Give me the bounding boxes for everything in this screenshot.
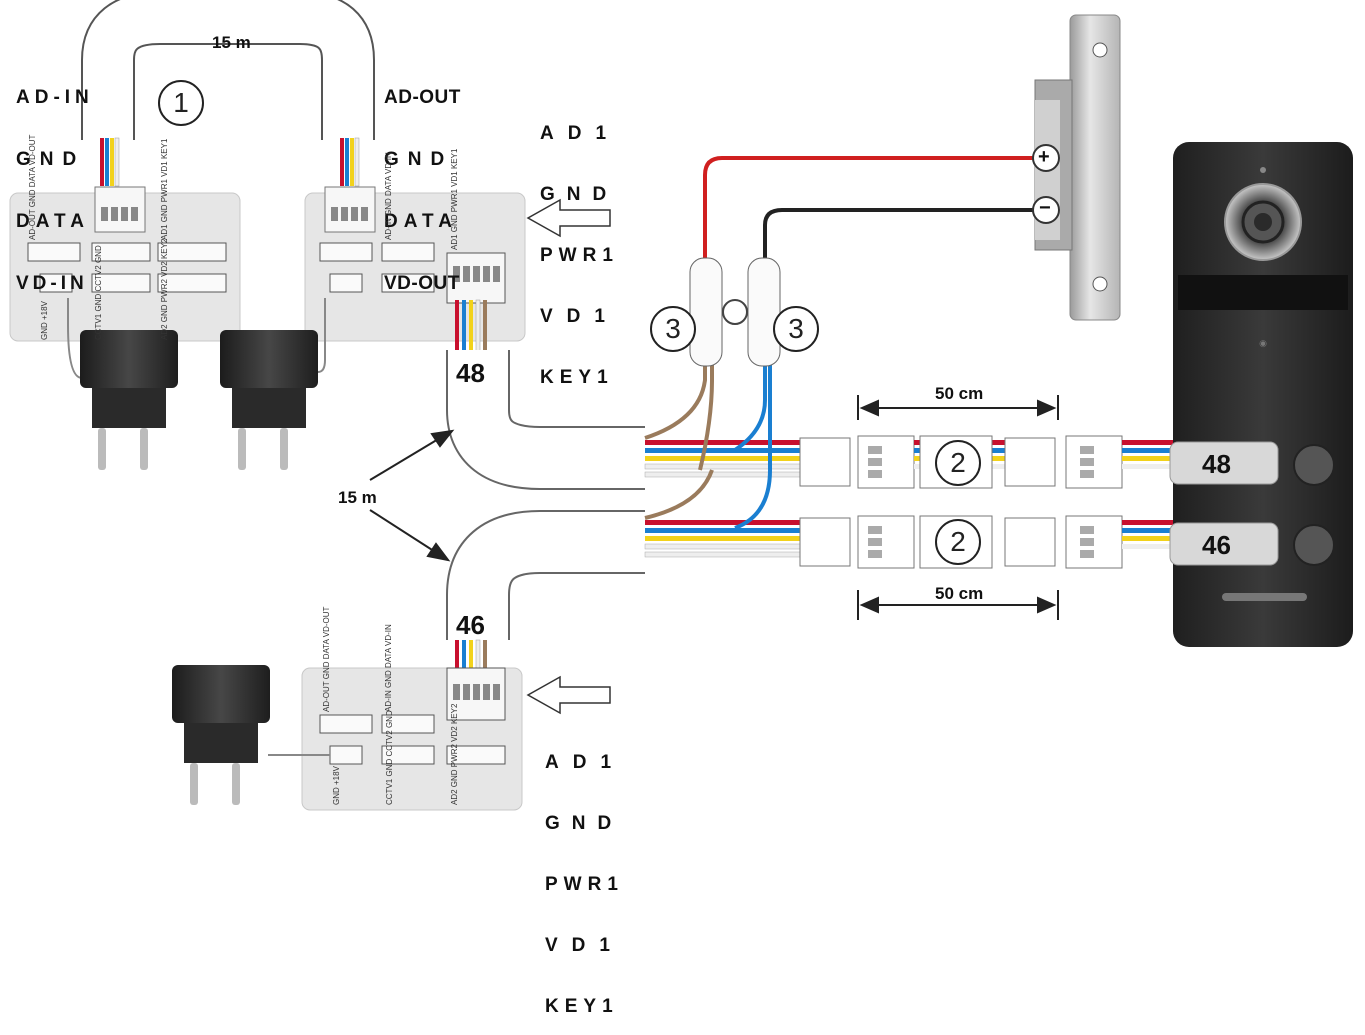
marker-2-top: 2 — [935, 440, 981, 486]
board-left-pins-e: CCTV1 GND CCTV2 GND — [94, 245, 103, 340]
signal-in-2: GND — [16, 149, 86, 170]
lock-minus-terminal: − — [1039, 197, 1051, 219]
gap-bottom-length: 50 cm — [935, 584, 984, 603]
board-left-pins-c: AD1 GND PWR1 VD1 KEY1 — [160, 138, 169, 240]
cable-1-length: 15 m — [212, 33, 251, 52]
marker-1: 1 — [158, 80, 204, 126]
board-left-pins-a: AD-OUT GND DATA VD-OUT — [28, 134, 37, 240]
gap-top-length: 50 cm — [935, 384, 984, 403]
marker-3-right: 3 — [773, 306, 819, 352]
monitor-board-bottom — [301, 667, 523, 811]
cable-48 — [446, 299, 801, 490]
board-right-pins-c: AD1 GND PWR1 VD1 KEY1 — [450, 148, 459, 250]
nameplate-48: 48 — [1202, 449, 1231, 479]
signal-key-bottom-1: AD1 — [545, 752, 626, 773]
signal-key-bottom-5: KEY1 — [545, 996, 619, 1017]
board-right-pins-b: AD-IN GND DATA VD-IN — [384, 152, 393, 240]
speaker-grille — [1222, 593, 1307, 601]
power-adapter-middle — [220, 298, 326, 470]
pointer-arrow-bottom — [526, 675, 611, 715]
signal-key-top-5: KEY1 — [540, 367, 614, 388]
marker-3-left: 3 — [650, 306, 696, 352]
lock-wiring — [644, 156, 1040, 530]
signal-in-1: AD-IN — [16, 87, 94, 108]
board-left-pins-f: AD2 GND PWR2 VD2 KEY2 — [160, 238, 169, 340]
cable-1 — [81, 0, 375, 187]
board-bottom-pins-b: AD-IN GND DATA VD-IN — [384, 624, 393, 712]
cable-46-label: 46 — [456, 610, 485, 640]
signal-key-bottom-4: VD1 — [545, 935, 624, 956]
board-bottom-pins-f: AD2 GND PWR2 VD2 KEY2 — [450, 703, 459, 805]
call-button-48 — [1293, 444, 1335, 486]
signal-key-top-4: VD1 — [540, 306, 619, 327]
signal-out-4: VD-OUT — [384, 273, 460, 294]
wiring-diagram: ◉ AD-IN GND DATA VD-IN AD-OUT GND DATA V… — [9, 0, 1353, 1016]
signal-out-1: AD-OUT — [384, 87, 461, 108]
trunk-length: 15 m — [338, 488, 377, 507]
signal-key-bottom-3: PWR1 — [545, 874, 624, 895]
svg-text:◉: ◉ — [1259, 338, 1267, 348]
call-button-46 — [1293, 524, 1335, 566]
board-bottom-pins-e: CCTV1 GND CCTV2 GND — [385, 710, 394, 805]
signal-key-top-1: AD1 — [540, 123, 621, 144]
cable-46 — [446, 510, 801, 676]
cable-48-label: 48 — [456, 358, 485, 388]
nameplate-46: 46 — [1202, 530, 1231, 560]
marker-2-bottom: 2 — [935, 519, 981, 565]
board-left-pins-d: GND +18V — [40, 301, 49, 340]
signal-key-top-2: GND — [540, 184, 619, 205]
electric-door-lock — [1032, 14, 1121, 321]
splice-bottom — [799, 515, 1182, 569]
power-adapter-left — [67, 298, 178, 470]
signal-out-3: DATA — [384, 211, 458, 232]
signal-key-bottom-2: GND — [545, 813, 624, 834]
dimension-arrow-top — [857, 395, 1059, 420]
diagram-canvas: ◉ — [9, 0, 1353, 811]
dimension-arrow-bottom — [857, 590, 1059, 620]
length-pointer-arrows — [369, 429, 455, 562]
signal-in-4: VD-IN — [16, 273, 88, 294]
power-adapter-bottom — [172, 665, 330, 805]
signal-out-2: GND — [384, 149, 454, 170]
board-bottom-pins-d: GND +18V — [332, 766, 341, 805]
board-bottom-pins-a: AD-OUT GND DATA VD-OUT — [322, 606, 331, 712]
pointer-arrow-top — [526, 198, 611, 238]
signal-key-top-3: PWR1 — [540, 245, 619, 266]
signal-in-3: DATA — [16, 211, 90, 232]
splice-top — [799, 435, 1182, 489]
door-station: ◉ — [1169, 142, 1353, 647]
lock-plus-terminal: + — [1038, 146, 1050, 168]
